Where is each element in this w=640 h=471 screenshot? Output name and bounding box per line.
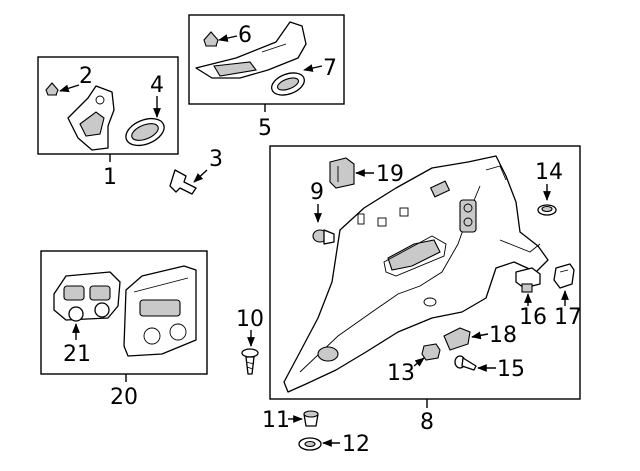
group-box-1 bbox=[37, 56, 179, 155]
callout-4[interactable]: 4 bbox=[150, 73, 164, 98]
callout-7[interactable]: 7 bbox=[323, 56, 337, 81]
trim-strip-icon bbox=[443, 327, 471, 351]
callout-11[interactable]: 11 bbox=[262, 408, 290, 433]
trim-panel-icon bbox=[283, 155, 549, 393]
callout-1[interactable]: 1 bbox=[103, 165, 117, 190]
callout-16[interactable]: 16 bbox=[519, 305, 547, 330]
callout-5[interactable]: 5 bbox=[258, 116, 272, 141]
bracket-icon bbox=[67, 85, 115, 151]
callout-8[interactable]: 8 bbox=[420, 410, 434, 435]
callout-17[interactable]: 17 bbox=[554, 305, 582, 330]
callout-3[interactable]: 3 bbox=[209, 147, 223, 172]
pin-icon bbox=[169, 169, 197, 195]
push-pin-icon bbox=[312, 229, 335, 245]
callout-21[interactable]: 21 bbox=[63, 342, 91, 367]
washer-icon bbox=[298, 437, 322, 451]
callout-13[interactable]: 13 bbox=[387, 361, 415, 386]
retainer-icon bbox=[271, 72, 305, 96]
group-box-5 bbox=[188, 14, 345, 105]
switch-panel-icon bbox=[53, 271, 121, 322]
bezel-icon bbox=[123, 265, 197, 357]
retainer-icon bbox=[421, 343, 441, 361]
screw-icon bbox=[241, 348, 259, 375]
group-box-20 bbox=[40, 250, 208, 375]
callout-10[interactable]: 10 bbox=[236, 307, 264, 332]
grommet-icon bbox=[537, 204, 557, 216]
callout-20[interactable]: 20 bbox=[110, 385, 138, 410]
bracket-icon bbox=[553, 263, 575, 289]
shield-icon bbox=[195, 21, 307, 79]
push-pin-icon bbox=[45, 82, 59, 96]
callout-15[interactable]: 15 bbox=[497, 357, 525, 382]
callout-9[interactable]: 9 bbox=[310, 180, 324, 205]
nut-icon bbox=[303, 410, 319, 427]
group-box-8 bbox=[269, 145, 581, 400]
callout-18[interactable]: 18 bbox=[489, 323, 517, 348]
callout-14[interactable]: 14 bbox=[535, 160, 563, 185]
callout-6[interactable]: 6 bbox=[238, 23, 252, 48]
callout-19[interactable]: 19 bbox=[376, 162, 404, 187]
grommet-icon bbox=[125, 117, 165, 147]
clip-icon bbox=[515, 267, 541, 293]
cover-icon bbox=[329, 157, 355, 189]
clip-icon bbox=[203, 31, 219, 47]
screw-icon bbox=[454, 355, 477, 371]
callout-2[interactable]: 2 bbox=[79, 64, 93, 89]
callout-12[interactable]: 12 bbox=[342, 432, 370, 457]
